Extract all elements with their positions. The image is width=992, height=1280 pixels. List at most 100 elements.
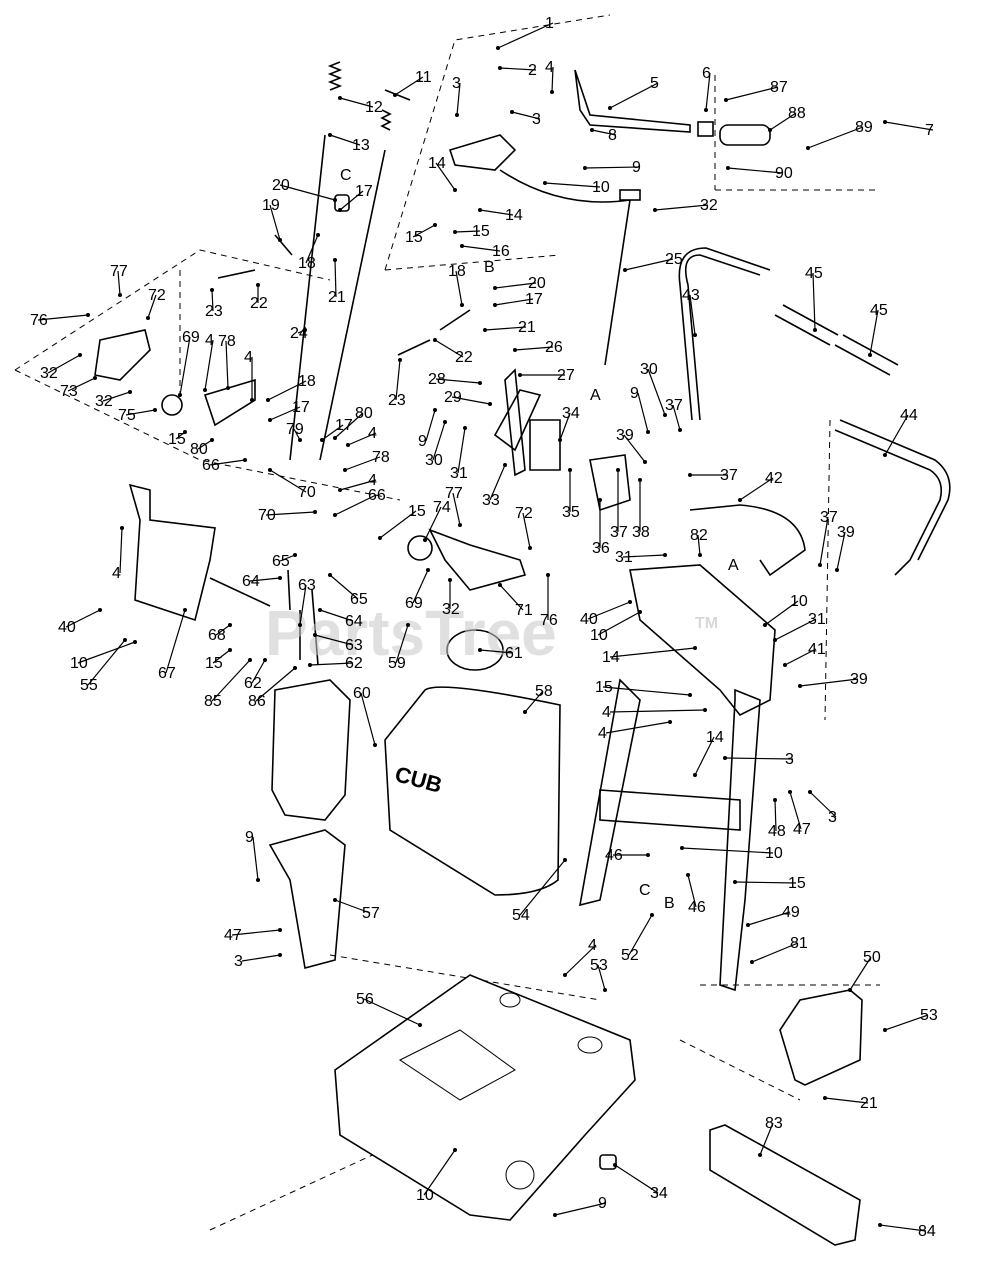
- leader-arrowhead: [663, 413, 667, 417]
- leader-arrowhead: [758, 1153, 762, 1157]
- leader-line: [623, 434, 646, 463]
- leader-arrowhead: [510, 110, 514, 114]
- fuel-tank-58: [384, 686, 561, 896]
- callout-c66b: 66: [368, 487, 386, 504]
- callout-c5: 5: [650, 75, 659, 92]
- leader-line: [147, 294, 157, 319]
- leader-line: [774, 799, 777, 832]
- leader-line: [609, 647, 696, 658]
- leader-line: [211, 659, 251, 702]
- leader-arrowhead: [278, 928, 282, 932]
- leader-arrowhead: [210, 438, 214, 442]
- callout-c15g: 15: [788, 875, 806, 892]
- callout-c42: 42: [765, 470, 783, 487]
- callout-c56: 56: [356, 991, 374, 1008]
- leader-line: [559, 412, 571, 441]
- callout-c31a: 31: [450, 465, 468, 482]
- leader-line: [37, 314, 89, 321]
- leader-arrowhead: [650, 913, 654, 917]
- leader-arrowhead: [303, 328, 307, 332]
- callout-c77a: 77: [110, 263, 128, 280]
- spacer-34: [599, 1154, 617, 1170]
- leader-arrowhead: [478, 381, 482, 385]
- leader-line: [319, 609, 354, 622]
- leader-arrowhead: [338, 488, 342, 492]
- leader-arrowhead: [333, 258, 337, 262]
- leader-arrowhead: [256, 878, 260, 882]
- callout-c10f: 10: [416, 1187, 434, 1204]
- leader-line: [799, 678, 859, 687]
- leader-line: [587, 601, 631, 620]
- lever-78: [203, 378, 256, 427]
- leader-arrowhead: [750, 960, 754, 964]
- leader-arrowhead: [613, 1163, 617, 1167]
- leader-line: [334, 494, 377, 516]
- leader-line: [654, 204, 709, 211]
- leader-line: [819, 516, 829, 566]
- callout-c4e: 4: [368, 472, 377, 489]
- handle-43: [684, 254, 761, 421]
- leader-line: [434, 339, 464, 358]
- leader-arrowhead: [433, 223, 437, 227]
- watermark-text: PartsTree: [265, 597, 557, 669]
- leader-arrowhead: [98, 608, 102, 612]
- leader-line: [597, 611, 641, 636]
- leader-arrowhead: [333, 898, 337, 902]
- callout-c63b: 63: [345, 637, 363, 654]
- leader-line: [689, 294, 696, 336]
- linkage-71: [428, 528, 527, 591]
- leader-line: [119, 527, 123, 574]
- callout-c46b: 46: [688, 899, 706, 916]
- leader-line: [212, 649, 231, 664]
- callout-c7: 7: [925, 122, 934, 139]
- leader-line: [849, 956, 872, 991]
- leader-line: [544, 182, 601, 188]
- leader-line: [344, 456, 381, 471]
- callout-c23a: 23: [205, 303, 223, 320]
- callout-cB2: B: [664, 895, 675, 912]
- callout-c34a: 34: [562, 405, 580, 422]
- callout-c60: 60: [353, 685, 371, 702]
- callout-c14b: 14: [505, 207, 523, 224]
- callout-c37d: 37: [820, 509, 838, 526]
- leader-arrowhead: [598, 498, 602, 502]
- callout-c4c: 4: [244, 349, 253, 366]
- leader-arrowhead: [453, 1148, 457, 1152]
- leader-arrowhead: [248, 658, 252, 662]
- leader-arrowhead: [458, 523, 462, 527]
- callout-c39a: 39: [616, 427, 634, 444]
- handle-44: [834, 429, 943, 576]
- leader-arrowhead: [488, 402, 492, 406]
- callout-c24: 24: [290, 325, 308, 342]
- leader-arrowhead: [338, 96, 342, 100]
- leader-arrowhead: [823, 1096, 827, 1100]
- callout-c19: 19: [262, 197, 280, 214]
- leader-line: [339, 190, 364, 211]
- callout-c22a: 22: [250, 295, 268, 312]
- leader-line: [265, 511, 316, 516]
- callout-c85: 85: [204, 693, 222, 710]
- callout-c15d: 15: [205, 655, 223, 672]
- callout-c10d: 10: [790, 593, 808, 610]
- leader-line: [67, 377, 96, 392]
- leader-line: [809, 791, 837, 818]
- callout-c70b: 70: [258, 507, 276, 524]
- leader-line: [329, 574, 359, 600]
- leader-line: [255, 667, 296, 702]
- leader-arrowhead: [723, 756, 727, 760]
- callout-c18b: 18: [448, 263, 466, 280]
- rod-24b: [319, 149, 386, 461]
- leader-line: [705, 72, 711, 111]
- leader-line: [807, 126, 864, 149]
- callout-c57: 57: [362, 905, 380, 922]
- leader-line: [269, 469, 307, 493]
- leader-arrowhead: [460, 244, 464, 248]
- leader-line: [334, 259, 337, 298]
- leader-arrowhead: [773, 798, 777, 802]
- callout-c32c: 32: [95, 393, 113, 410]
- leader-line: [747, 911, 791, 926]
- leader-line: [329, 134, 361, 146]
- leader-arrowhead: [550, 90, 554, 94]
- leader-arrowhead: [788, 790, 792, 794]
- leader-line: [724, 757, 794, 760]
